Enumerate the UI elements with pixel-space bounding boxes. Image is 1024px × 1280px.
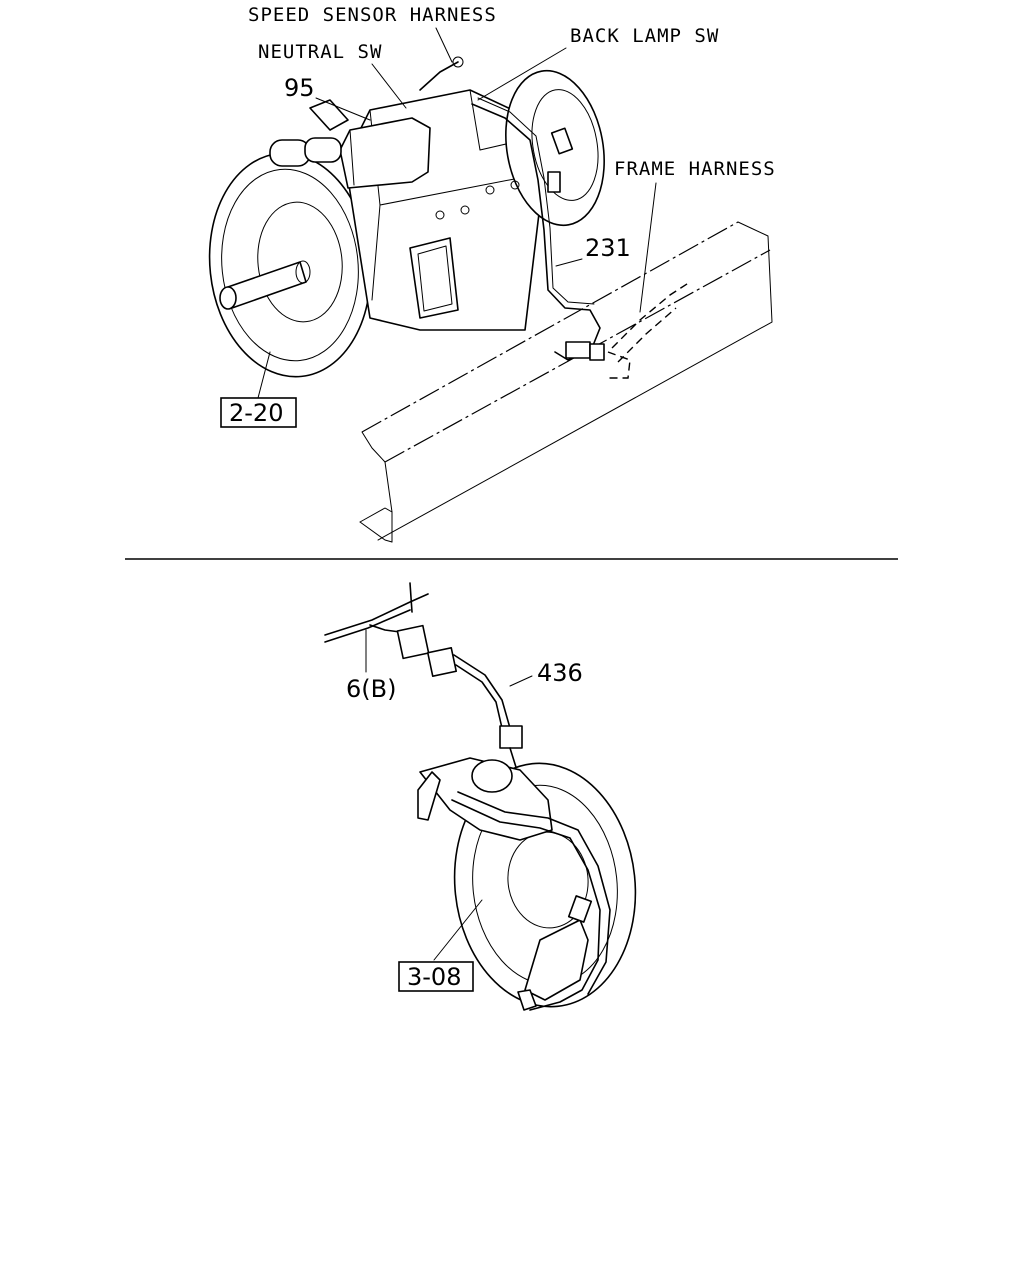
reference-box-2-20: 2-20 (220, 397, 297, 428)
reference-box-3-08: 3-08 (398, 961, 474, 992)
reference-2-20-text: 2-20 (229, 399, 283, 427)
part-number-6b: 6(B) (346, 675, 396, 703)
frame-harness-label: FRAME HARNESS (614, 158, 776, 180)
part-number-231: 231 (585, 234, 631, 262)
transmission-assembly (208, 56, 605, 378)
part-number-95: 95 (284, 74, 315, 102)
upper-leader-lines (257, 27, 657, 399)
lower-leader-lines (433, 899, 483, 961)
speed-sensor-harness-label: SPEED SENSOR HARNESS (248, 4, 497, 26)
harness-231 (471, 97, 605, 361)
harness-6b (324, 582, 430, 673)
part-number-436: 436 (537, 659, 583, 687)
sensor-housing-assembly (417, 757, 637, 1011)
back-lamp-sw-label: BACK LAMP SW (570, 25, 719, 47)
reference-3-08-text: 3-08 (407, 963, 461, 991)
frame-harness-line (607, 281, 691, 379)
neutral-sw-label: NEUTRAL SW (258, 41, 382, 63)
